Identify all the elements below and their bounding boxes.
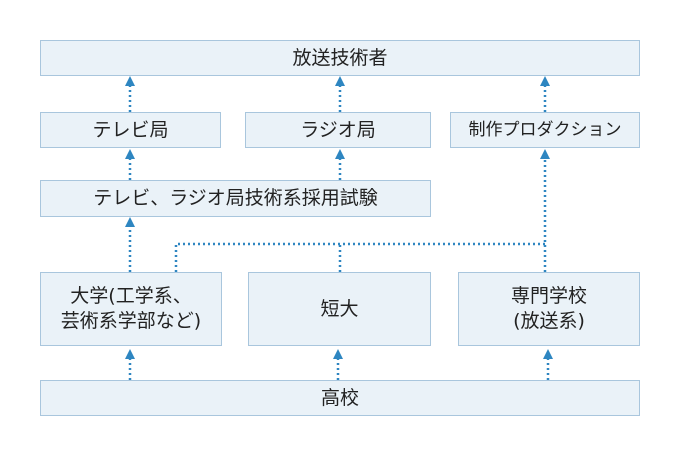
high-school-label: 高校 <box>320 386 359 409</box>
university-box: 大学(工学系、 芸術系学部など) <box>40 272 222 346</box>
broadcast-engineer-box: 放送技術者 <box>40 40 640 76</box>
exam-box: テレビ、ラジオ局技術系採用試験 <box>40 180 431 217</box>
connector-to-production <box>174 242 545 272</box>
junior-college-box: 短大 <box>248 272 431 346</box>
tv-station-label: テレビ局 <box>92 118 169 141</box>
radio-station-label: ラジオ局 <box>300 118 376 141</box>
university-label-line1: 大学(工学系、 <box>70 285 192 308</box>
production-label: 制作プロダクション <box>468 119 622 140</box>
production-box: 制作プロダクション <box>450 112 640 148</box>
vocational-label-line1: 専門学校 <box>510 285 587 308</box>
vocational-school-box: 専門学校 (放送系) <box>458 272 640 346</box>
radio-station-box: ラジオ局 <box>245 112 431 148</box>
vocational-label-line2: (放送系) <box>513 310 585 332</box>
high-school-box: 高校 <box>40 380 640 416</box>
junior-college-label: 短大 <box>320 297 359 320</box>
broadcast-engineer-label: 放送技術者 <box>292 46 388 69</box>
university-label-line2: 芸術系学部など) <box>60 310 202 332</box>
tv-station-box: テレビ局 <box>40 112 221 148</box>
exam-label: テレビ、ラジオ局技術系採用試験 <box>93 187 378 210</box>
